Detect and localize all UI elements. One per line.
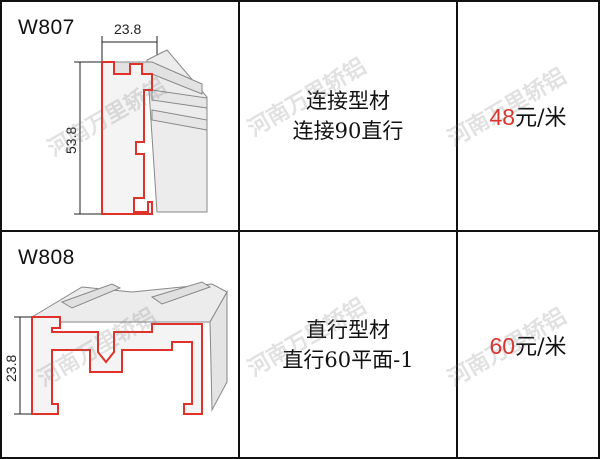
product-name-cell: 连接型材 连接90直行 bbox=[238, 0, 458, 232]
price: 60元/米 bbox=[489, 332, 567, 360]
profile-image-cell: W807 23.8 53.8 bbox=[0, 0, 240, 232]
product-model: 连接90直行 bbox=[292, 119, 404, 143]
price: 48元/米 bbox=[489, 104, 567, 131]
dimension-height-label: 23.8 bbox=[3, 355, 19, 382]
price-number: 60 bbox=[489, 332, 516, 359]
profile-drawing-w807: 23.8 53.8 bbox=[63, 21, 208, 215]
price-unit: 元/米 bbox=[515, 334, 567, 360]
product-row: W808 23.8 直行型材 直行60平面 bbox=[0, 230, 600, 459]
price-unit: 元/米 bbox=[515, 106, 567, 131]
price-cell: 48元/米 bbox=[456, 0, 600, 232]
dimension-height-label: 53.8 bbox=[63, 127, 79, 154]
profile-image-cell: W808 23.8 bbox=[0, 230, 240, 459]
price-number: 48 bbox=[489, 104, 516, 130]
product-code: W807 bbox=[18, 16, 75, 39]
product-name-cell: 直行型材 直行60平面-1 bbox=[238, 230, 458, 459]
product-row: W807 23.8 53.8 bbox=[0, 0, 600, 232]
product-type: 直行型材 bbox=[306, 317, 390, 342]
profile-drawing-w808: 23.8 bbox=[3, 281, 228, 415]
product-model: 直行60平面-1 bbox=[282, 347, 414, 372]
price-cell: 60元/米 bbox=[456, 230, 600, 459]
product-code: W808 bbox=[18, 246, 75, 269]
product-type: 连接型材 bbox=[306, 89, 390, 113]
dimension-width-label: 23.8 bbox=[114, 21, 141, 37]
